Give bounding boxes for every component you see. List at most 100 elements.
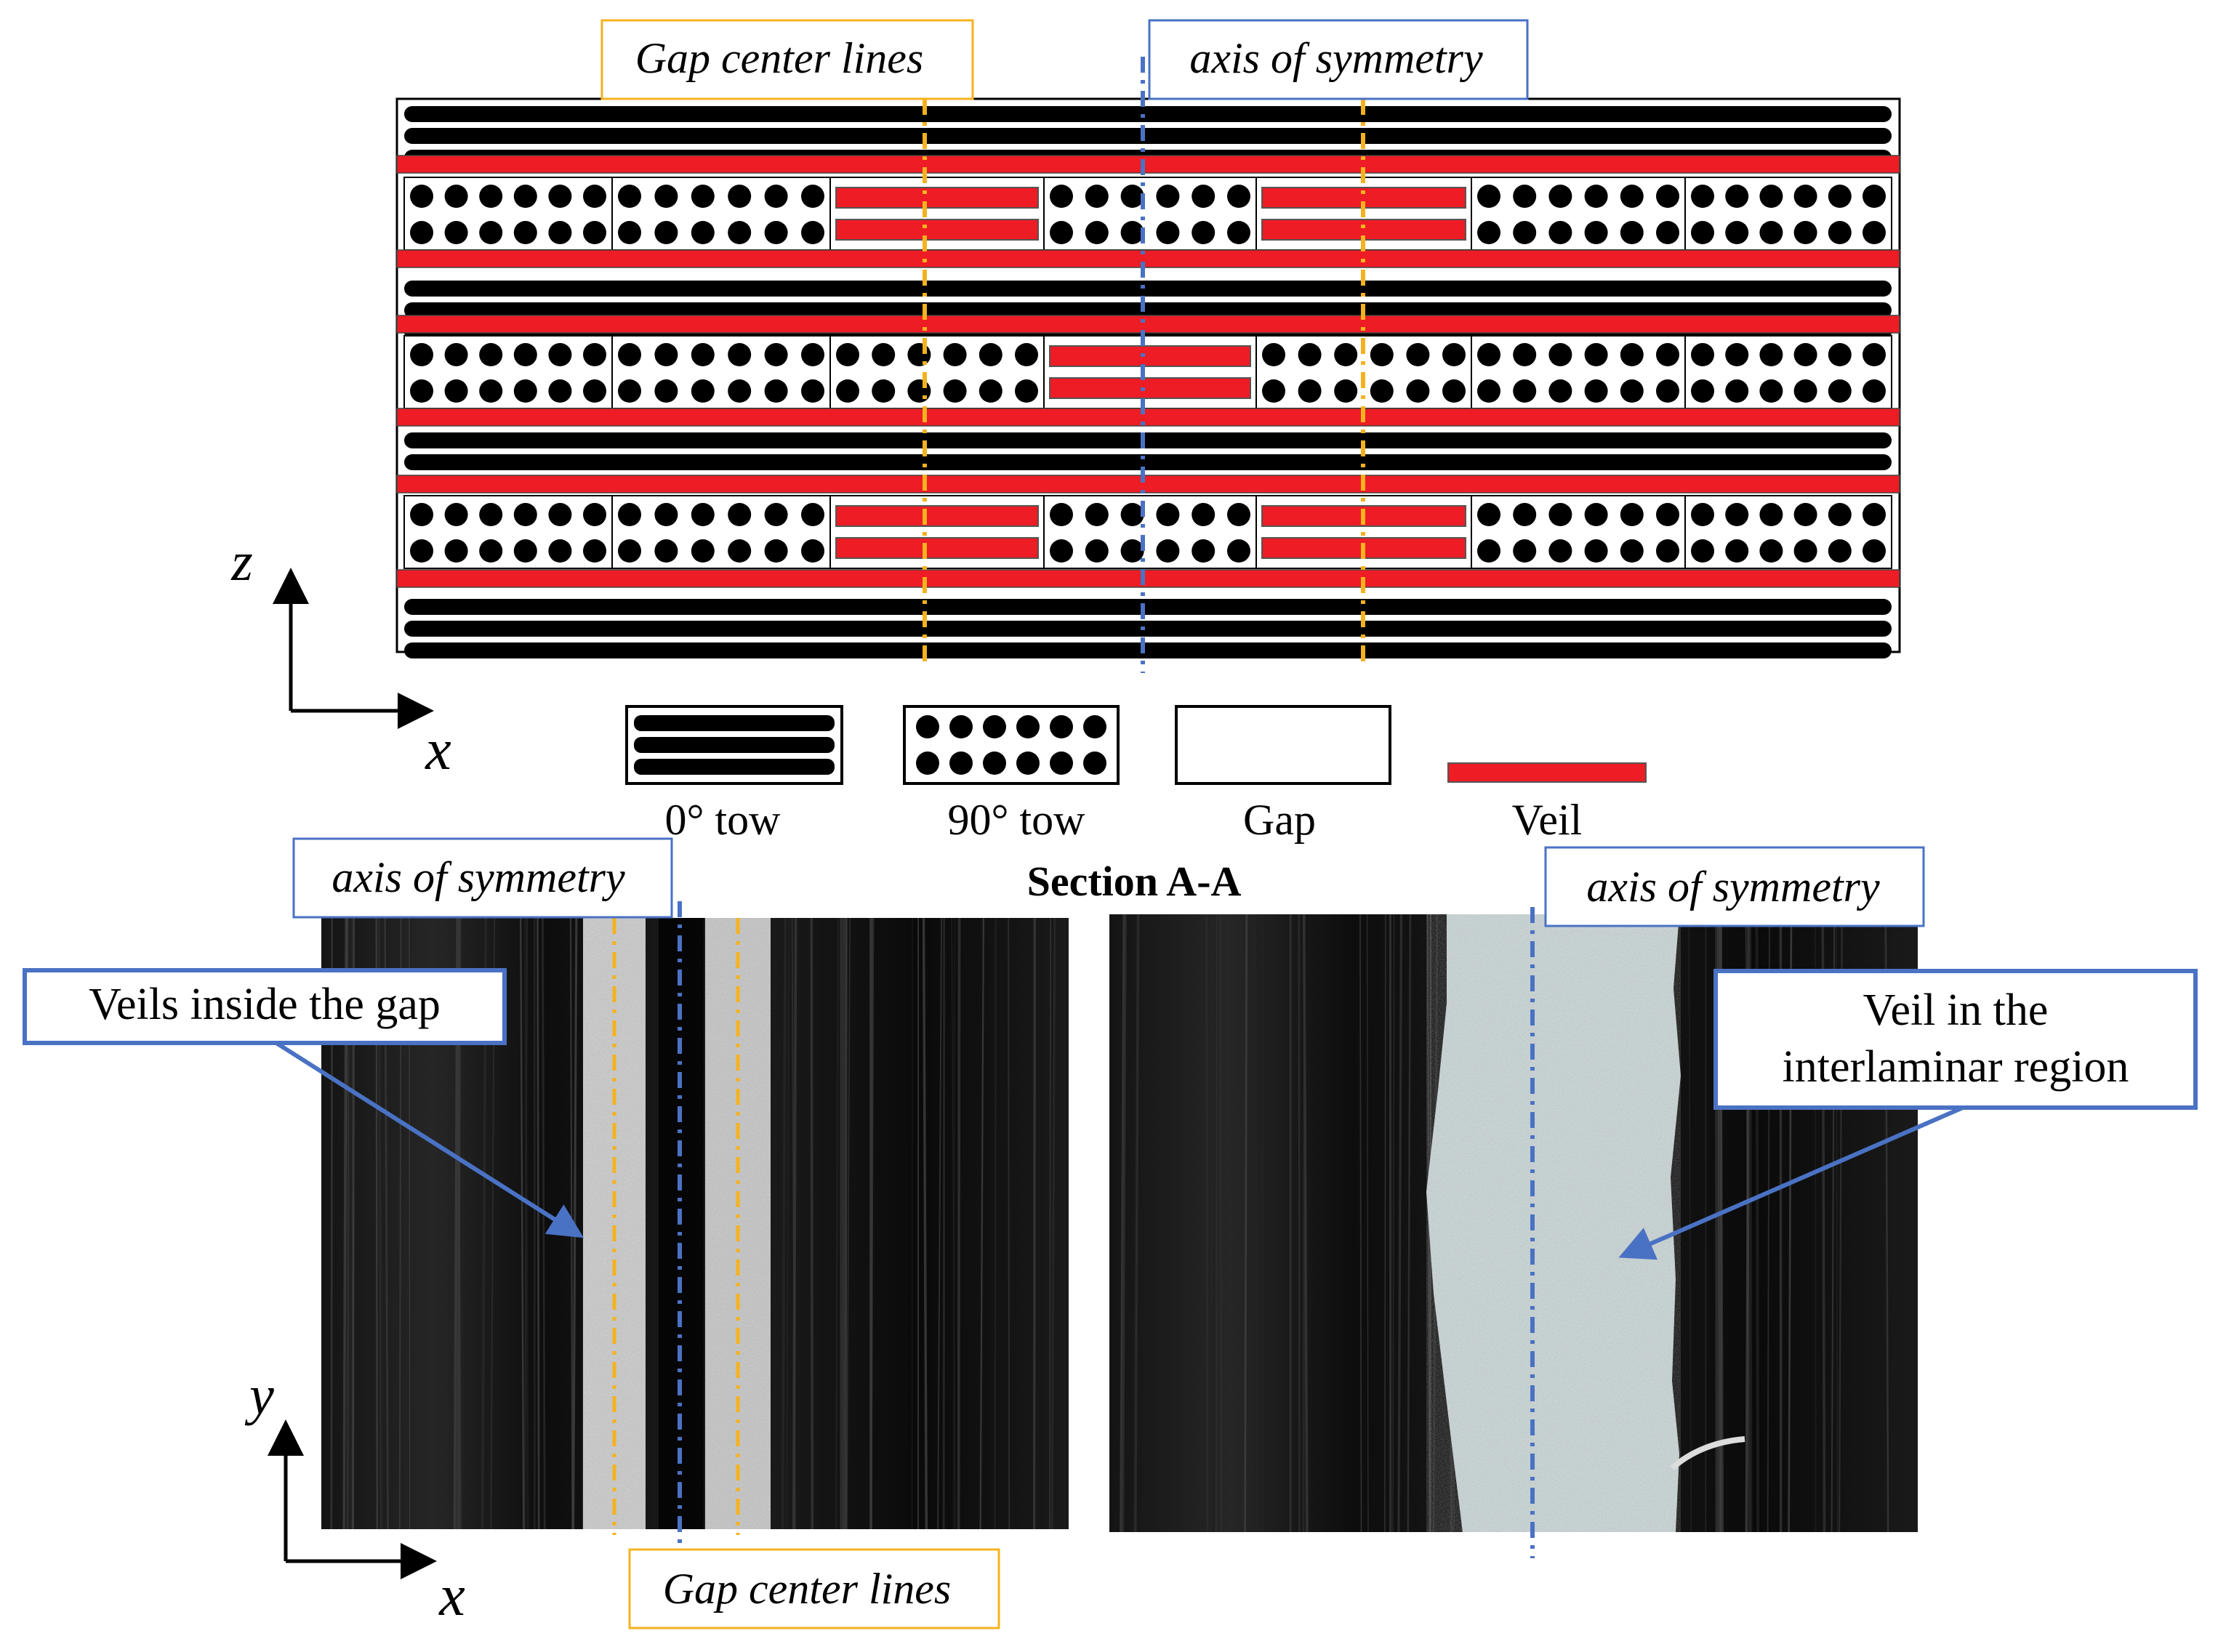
row-cell [611, 177, 831, 251]
ninety-tow-fiber [801, 343, 824, 366]
ninety-tow-fiber [1828, 185, 1852, 208]
ninety-tow-fiber [1793, 185, 1817, 208]
ninety-tow-fiber [479, 379, 503, 403]
ninety-tow-fiber [444, 539, 468, 563]
veil-layer [396, 475, 1900, 493]
legend-0-tow-label: 0° tow [665, 796, 781, 844]
ninety-tow-fiber [1620, 539, 1644, 563]
ninety-tow-fiber [583, 539, 606, 563]
fibre-streak [1367, 914, 1369, 1533]
fibre-streak [1121, 914, 1127, 1533]
ninety-tow-fiber [479, 343, 503, 366]
ninety-tow-fiber [1050, 221, 1073, 244]
legend-0-tow: 0° tow [625, 705, 843, 844]
axis-of-symmetry-bl-text: axis of symmetry [332, 853, 625, 901]
fibre-streak [785, 917, 790, 1530]
zero-tow-bar [404, 281, 1892, 297]
ninety-tow-fiber [410, 221, 433, 244]
ninety-tow-fiber [479, 539, 503, 563]
fibre-streak [1359, 914, 1362, 1533]
ninety-tow-fiber [1120, 185, 1144, 208]
ninety-tow-fiber [1298, 343, 1322, 366]
x-axis-label-top: x [425, 718, 451, 782]
row-cell [1684, 335, 1892, 409]
legend-90-fiber [983, 752, 1006, 775]
ninety-tow-fiber [410, 379, 433, 403]
callout-veil-interlaminar: Veil in the interlaminar region [1618, 969, 2198, 1260]
ninety-tow-fiber [1227, 503, 1250, 526]
row-cell [1043, 177, 1257, 251]
legend-veil: Veil [1447, 762, 1647, 844]
ninety-tow-fiber [1691, 539, 1714, 563]
ninety-tow-fiber [1513, 503, 1537, 526]
fibre-streak [1231, 914, 1237, 1533]
legend-90-fiber [949, 752, 973, 775]
row-cell [1684, 495, 1892, 569]
ninety-tow-fiber [1691, 185, 1714, 208]
veil-layer [396, 315, 1900, 334]
ninety-tow-fiber [691, 503, 715, 526]
gap-veil-bar [835, 219, 1039, 241]
fibre-streak [951, 917, 956, 1530]
ninety-tow-fiber [1725, 379, 1749, 403]
label-axis-of-symmetry-top: axis of symmetry [1148, 19, 1529, 100]
section-title: Section A-A [1027, 858, 1242, 905]
ninety-tow-fiber [907, 379, 931, 403]
ninety-tow-fiber [1620, 185, 1644, 208]
ninety-tow-fiber [1513, 379, 1537, 403]
ninety-tow-fiber [654, 343, 678, 366]
row-cell [611, 495, 831, 569]
ninety-tow-fiber [1192, 221, 1216, 244]
fibre-streak [1298, 914, 1301, 1533]
ninety-tow-fiber [618, 185, 641, 208]
ninety-tow-fiber [1656, 539, 1679, 563]
ninety-tow-fiber [764, 221, 788, 244]
ninety-tow-fiber [444, 343, 468, 366]
ninety-tow-fiber [979, 379, 1002, 403]
ninety-tow-fiber [1192, 503, 1216, 526]
ninety-tow-fiber [1793, 503, 1817, 526]
fibre-streak [846, 917, 851, 1530]
ninety-tow-fiber [1863, 539, 1886, 563]
ninety-tow-fiber [1156, 185, 1180, 208]
ninety-tow-fiber [1691, 503, 1714, 526]
fibre-streak [957, 917, 961, 1530]
row-cell [1043, 495, 1257, 569]
legend-90-tow-label: 90° tow [948, 796, 1086, 844]
ninety-tow-fiber [728, 379, 752, 403]
ninety-tow-fiber [1513, 221, 1537, 244]
ninety-tow-fiber [1085, 221, 1109, 244]
fibre-streak [1033, 917, 1037, 1530]
ninety-tow-fiber [1863, 343, 1886, 366]
z-axis-label: z [230, 531, 253, 592]
row-cell [403, 177, 613, 251]
ninety-tow-fiber [801, 221, 824, 244]
ninety-tow-fiber [1863, 185, 1886, 208]
ninety-tow-fiber [1334, 343, 1358, 366]
ninety-tow-fiber [1584, 221, 1608, 244]
ninety-tow-fiber [1192, 185, 1216, 208]
ninety-tow-fiber [728, 539, 752, 563]
ninety-tow-fiber [1477, 185, 1500, 208]
ninety-tow-fiber [1050, 539, 1073, 563]
ninety-tow-fiber [979, 343, 1002, 366]
ninety-tow-fiber [654, 185, 678, 208]
axes-zx: z x [230, 531, 451, 782]
ninety-tow-fiber [1548, 343, 1572, 366]
zero-tow-bar [404, 454, 1892, 470]
ninety-tow-fiber [1262, 343, 1285, 366]
fibre-streak [994, 917, 997, 1530]
ninety-tow-fiber [691, 343, 715, 366]
ninety-tow-fiber [583, 221, 606, 244]
gap-veil-bar [1049, 377, 1251, 399]
legend-90-fiber [1016, 715, 1040, 738]
ninety-tow-fiber [1262, 379, 1285, 403]
fibre-streak [1391, 914, 1395, 1533]
fibre-streak [1688, 914, 1692, 1533]
ninety-tow-fiber [1691, 379, 1714, 403]
ninety-tow-fiber [1828, 379, 1852, 403]
row-cell [1684, 177, 1892, 251]
fibre-streak [912, 917, 913, 1530]
ninety-tow-fiber [583, 379, 606, 403]
gap-veil-bar [835, 505, 1039, 527]
